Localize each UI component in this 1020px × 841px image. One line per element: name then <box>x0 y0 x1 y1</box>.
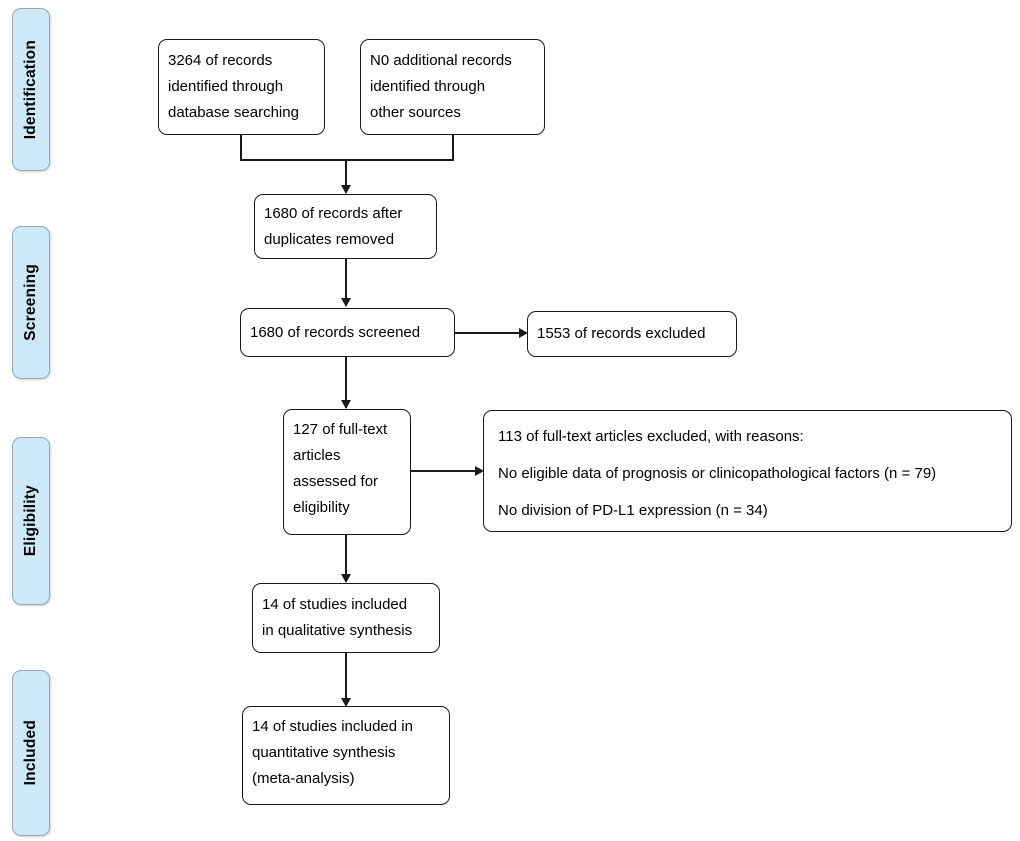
phase-label-included-text: Included <box>22 720 39 786</box>
phase-label-included: Included <box>12 670 50 836</box>
box-fulltext-excluded-line-2: No eligible data of prognosis or clinico… <box>498 465 937 482</box>
box-records-excluded: 1553 of records excluded <box>527 311 737 357</box>
arrowhead-to-quantitative <box>341 698 351 707</box>
box-other-records: N0 additional records identified through… <box>360 39 545 135</box>
box-quantitative-synthesis-line-2: quantitative synthesis <box>252 744 396 761</box>
phase-label-screening: Screening <box>12 226 50 379</box>
box-after-duplicates-line-1: 1680 of records after <box>264 204 403 222</box>
connector-screened-to-fulltext <box>345 357 347 408</box>
box-records-excluded-line-1: 1553 of records excluded <box>537 325 706 342</box>
box-fulltext-assessed-line-3: assessed for <box>293 473 379 490</box>
box-records-screened: 1680 of records screened <box>240 308 455 357</box>
phase-label-screening-text: Screening <box>22 264 39 341</box>
box-fulltext-assessed: 127 of full-text articles assessed for e… <box>283 409 411 535</box>
connector-database-down <box>240 135 242 161</box>
arrowhead-to-records-excluded <box>519 328 528 338</box>
box-database-records-line-2: identified through <box>168 78 284 95</box>
connector-duplicates-to-screened <box>345 259 347 300</box>
box-quantitative-synthesis: 14 of studies included in quantitative s… <box>242 706 450 805</box>
connector-merge-down <box>345 159 347 187</box>
connector-fulltext-to-qualitative <box>345 535 347 577</box>
phase-label-eligibility: Eligibility <box>12 437 50 605</box>
arrowhead-to-fulltext-assessed <box>341 400 351 409</box>
box-quantitative-synthesis-line-1: 14 of studies included in <box>252 718 413 735</box>
arrowhead-to-records-screened <box>341 298 351 307</box>
box-after-duplicates-line-2: duplicates removed <box>264 230 395 248</box>
connector-screened-to-excluded <box>455 332 522 334</box>
box-fulltext-assessed-line-2: articles <box>293 447 341 464</box>
arrowhead-to-fulltext-excluded <box>475 466 484 476</box>
box-database-records: 3264 of records identified through datab… <box>158 39 325 135</box>
box-fulltext-excluded-line-3: No division of PD-L1 expression (n = 34) <box>498 502 768 519</box>
box-qualitative-synthesis: 14 of studies included in qualitative sy… <box>252 583 440 653</box>
box-qualitative-synthesis-line-1: 14 of studies included <box>262 596 408 613</box>
box-fulltext-assessed-line-1: 127 of full-text <box>293 421 388 438</box>
box-database-records-line-1: 3264 of records <box>168 52 273 69</box>
connector-fulltext-to-excluded <box>411 470 478 472</box>
arrowhead-to-after-duplicates <box>341 185 351 194</box>
box-records-screened-line-1: 1680 of records screened <box>250 323 421 341</box>
box-fulltext-excluded: 113 of full-text articles excluded, with… <box>483 410 1012 532</box>
box-other-records-line-3: other sources <box>370 104 461 121</box>
box-other-records-line-2: identified through <box>370 78 486 95</box>
phase-label-eligibility-text: Eligibility <box>22 485 39 557</box>
box-fulltext-assessed-line-4: eligibility <box>293 499 350 516</box>
arrowhead-to-qualitative <box>341 574 351 583</box>
box-qualitative-synthesis-line-2: in qualitative synthesis <box>262 622 413 639</box>
box-fulltext-excluded-line-1: 113 of full-text articles excluded, with… <box>498 428 804 445</box>
box-after-duplicates: 1680 of records after duplicates removed <box>254 194 437 259</box>
box-other-records-line-1: N0 additional records <box>370 52 512 69</box>
connector-merge-horizontal <box>240 159 454 161</box>
connector-other-down <box>452 135 454 161</box>
box-database-records-line-3: database searching <box>168 104 299 121</box>
phase-label-identification: Identification <box>12 8 50 171</box>
box-quantitative-synthesis-line-3: (meta-analysis) <box>252 770 355 787</box>
connector-qualitative-to-quantitative <box>345 653 347 703</box>
phase-label-identification-text: Identification <box>22 39 39 140</box>
